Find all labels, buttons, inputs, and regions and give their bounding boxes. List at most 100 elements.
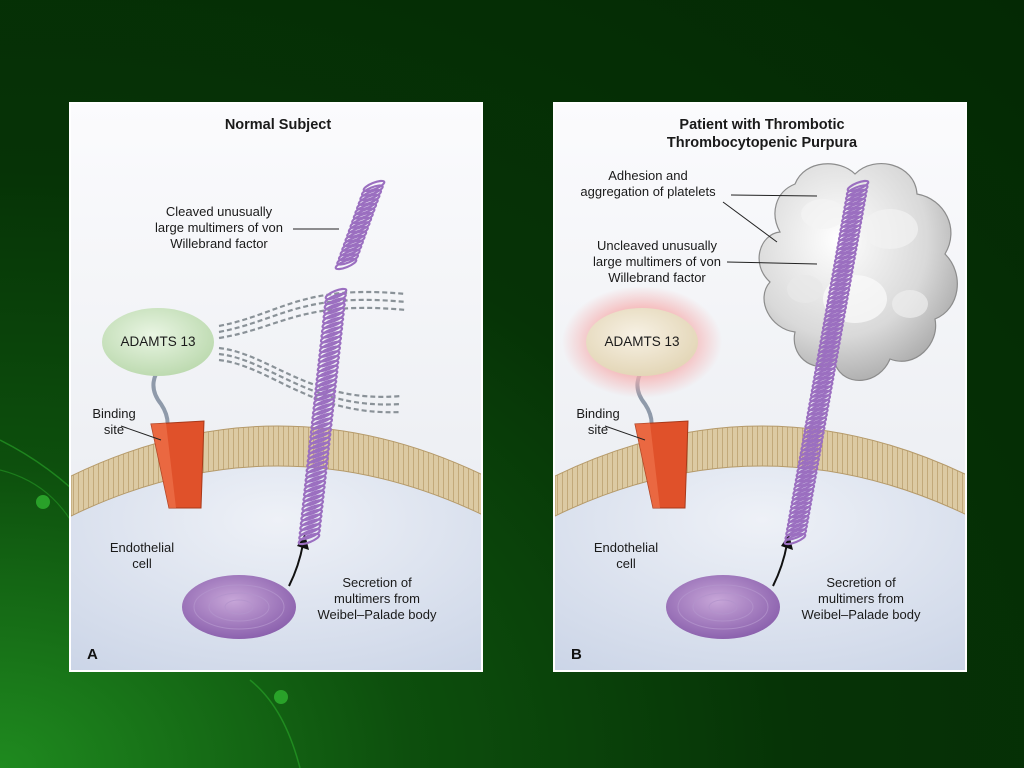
- coil-turn: [357, 193, 381, 206]
- adamts13-label: ADAMTS 13: [604, 334, 680, 349]
- coil-turn: [801, 430, 825, 443]
- coil-turn: [308, 431, 332, 445]
- coil-turn: [351, 211, 374, 225]
- coil-turn: [828, 282, 852, 295]
- coil-turn: [821, 318, 845, 331]
- coil-turn: [845, 184, 869, 197]
- coil-turn: [318, 340, 342, 354]
- panel-letter: A: [87, 646, 98, 663]
- coil-turn: [798, 447, 822, 461]
- panel-a-illustration: [71, 104, 481, 670]
- coil-turn: [317, 350, 341, 363]
- binding-leader-line: [604, 425, 646, 441]
- coil-turn: [817, 345, 840, 358]
- coil-turn: [822, 313, 846, 327]
- coil-turn: [319, 335, 343, 349]
- coil-turn: [308, 436, 331, 450]
- coil-turn: [309, 422, 333, 435]
- coil-turn: [324, 292, 347, 305]
- coil-turn: [307, 446, 330, 459]
- coil-turn: [311, 403, 335, 416]
- coil-turn: [314, 383, 337, 397]
- coil-turn: [344, 230, 368, 243]
- coil-turn: [787, 510, 811, 523]
- coil-turn: [322, 307, 346, 320]
- coil-turn: [833, 251, 857, 264]
- coil-turn: [824, 304, 848, 318]
- coil-turn: [830, 269, 854, 282]
- coil-turn: [806, 403, 830, 416]
- platelet-leader-line: [730, 194, 818, 197]
- coil-turn: [796, 461, 820, 474]
- coil-turn: [841, 206, 865, 219]
- coil-turn: [833, 255, 856, 269]
- coil-turn: [786, 519, 809, 532]
- coil-turn: [301, 499, 325, 512]
- coil-turn: [805, 412, 828, 425]
- coil-turn: [359, 188, 383, 202]
- coil-turn: [801, 434, 824, 447]
- coil-turn: [349, 216, 373, 229]
- coil-turn: [795, 465, 819, 479]
- coil-turn: [825, 300, 848, 313]
- coil-turn: [811, 376, 835, 389]
- coil-turn: [303, 475, 327, 488]
- coil-turn: [346, 225, 369, 239]
- coil-turn: [790, 497, 813, 510]
- coil-turn: [821, 322, 844, 336]
- coil-turn: [836, 237, 860, 251]
- coil-turn: [837, 228, 861, 242]
- coil-turn: [323, 297, 347, 310]
- coil-turn: [815, 354, 839, 367]
- coil-turn: [842, 202, 866, 215]
- coil-turn: [317, 355, 340, 368]
- coil-turn: [312, 398, 336, 411]
- coil-turn: [362, 179, 386, 193]
- vwf-multimer-coil: [297, 179, 386, 546]
- vwf-leader-line: [726, 261, 818, 265]
- coil-turn: [304, 470, 328, 483]
- weibel-palade-body: [666, 575, 780, 639]
- coil-turn: [306, 455, 329, 469]
- coil-turn: [788, 506, 812, 519]
- coil-turn: [797, 456, 820, 470]
- panel-letter: B: [571, 646, 582, 663]
- coil-turn: [302, 489, 326, 502]
- vwf-multimer-coil: [783, 179, 870, 546]
- coil-turn: [323, 302, 346, 315]
- adamts13-enzyme: [102, 308, 214, 376]
- coil-turn: [300, 508, 324, 522]
- cleaved-fragments: [218, 290, 407, 414]
- coil-turn: [341, 239, 364, 252]
- coil-turn: [826, 291, 850, 304]
- coil-turn: [316, 359, 340, 373]
- coil-turn: [299, 518, 322, 531]
- coil-turn: [820, 327, 844, 340]
- coil-turn: [802, 425, 826, 438]
- coil-turn: [784, 528, 808, 541]
- coil-turn: [791, 488, 815, 501]
- coil-turn: [797, 452, 821, 465]
- coil-turn: [299, 513, 323, 526]
- coil-turn: [843, 197, 867, 211]
- coil-turn: [816, 349, 840, 362]
- coil-turn: [837, 233, 860, 246]
- coil-turn: [334, 257, 358, 271]
- coil-turn: [793, 479, 816, 492]
- coil-turn: [803, 421, 827, 434]
- coil-turn: [310, 412, 334, 426]
- coil-turn: [318, 345, 342, 358]
- panel-title: Normal Subject: [224, 117, 332, 133]
- coil-turn: [309, 427, 333, 440]
- coil-turn: [794, 470, 818, 483]
